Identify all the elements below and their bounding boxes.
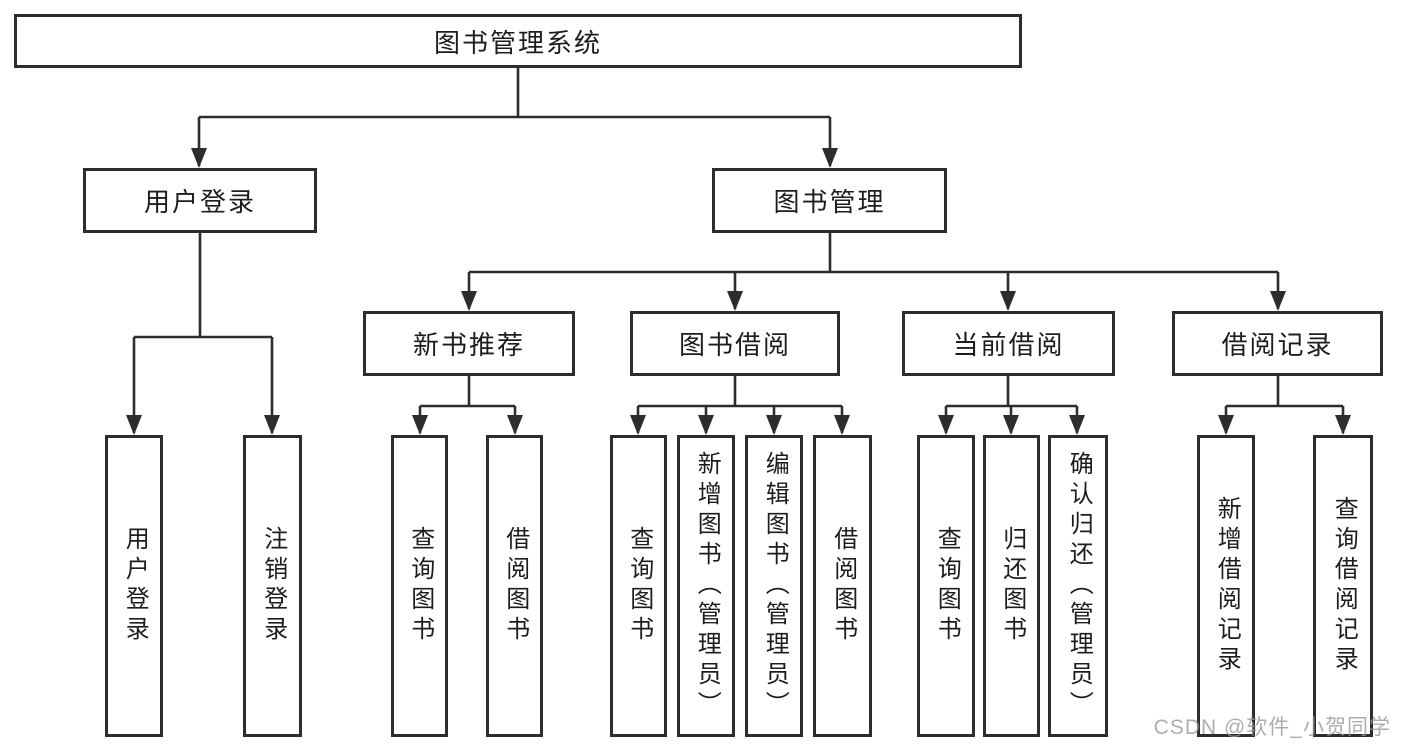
- leaf-user-login: 用户登录: [105, 435, 163, 737]
- node-borrow-records: 借阅记录: [1172, 311, 1383, 376]
- leaf-logout: 注销登录: [243, 435, 302, 737]
- leaf-add-borrow-record: 新增借阅记录: [1197, 435, 1255, 737]
- node-new-book-recommend: 新书推荐: [363, 311, 575, 376]
- leaf-borrow-books-recommend: 借阅图书: [486, 435, 543, 737]
- leaf-search-books-borrowing: 查询图书: [610, 435, 667, 737]
- leaf-add-books-admin: 新增图书（管理员）: [677, 435, 735, 737]
- node-book-management: 图书管理: [712, 168, 947, 233]
- csdn-watermark: CSDN @软件_小贺同学: [1153, 716, 1391, 739]
- leaf-borrow-books-borrowing: 借阅图书: [813, 435, 872, 737]
- node-current-borrowing: 当前借阅: [902, 311, 1115, 376]
- leaf-confirm-return-admin: 确认归还（管理员）: [1048, 435, 1108, 737]
- leaf-search-books-current: 查询图书: [917, 435, 975, 737]
- leaf-search-borrow-record: 查询借阅记录: [1313, 435, 1373, 737]
- node-book-borrowing: 图书借阅: [630, 311, 840, 376]
- node-user-login: 用户登录: [83, 168, 317, 233]
- arrowheads: [126, 148, 1351, 435]
- leaf-edit-books-admin: 编辑图书（管理员）: [745, 435, 803, 737]
- leaf-search-books-recommend: 查询图书: [391, 435, 448, 737]
- leaf-return-books: 归还图书: [983, 435, 1040, 737]
- node-library-management-system: 图书管理系统: [14, 14, 1022, 68]
